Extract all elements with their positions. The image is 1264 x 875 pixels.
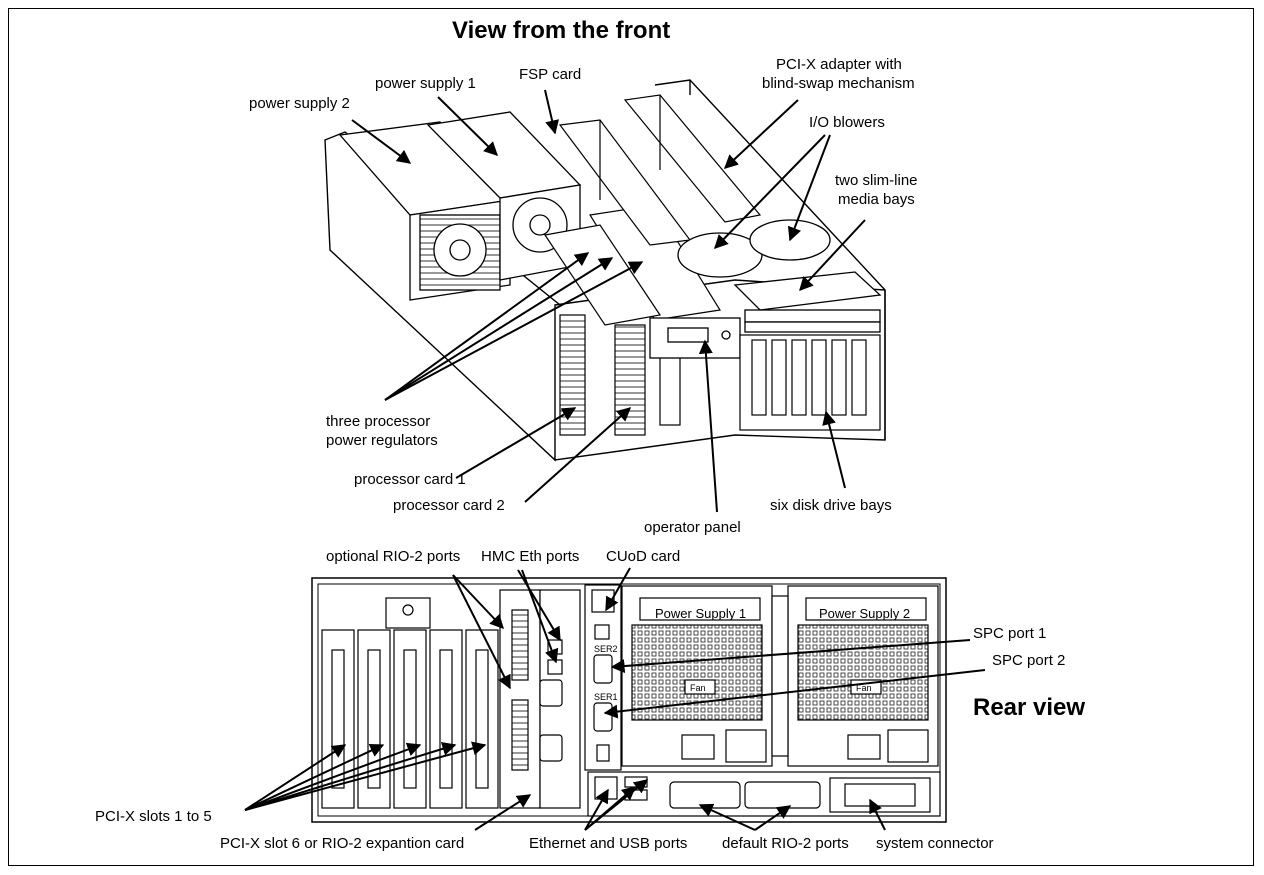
pcix-slot-6-drawing: [499, 589, 541, 809]
psu-divider: [771, 595, 789, 757]
figure-border: [8, 8, 1254, 866]
spc-ports-drawing: [584, 584, 622, 771]
eth-usb-label: Ethernet and USB ports: [529, 835, 688, 852]
spc-port-2-label: SPC port 2: [992, 652, 1066, 669]
front-view-title: View from the front: [452, 17, 671, 44]
spc-port-1-label: SPC port 1: [973, 625, 1047, 642]
power-regulators-label-2: power regulators: [326, 432, 438, 449]
optional-rio2-label: optional RIO-2 ports: [326, 548, 461, 565]
pcix-slots-drawing: [321, 597, 499, 809]
power-regulators-label-1: three processor: [326, 413, 431, 430]
fsp-card-label: FSP card: [519, 66, 582, 83]
pcix-adapter-label-2: blind-swap mechanism: [762, 75, 915, 92]
rear-power-supply-1: [621, 585, 773, 767]
rear-bottom-strip: [587, 771, 941, 817]
hmc-eth-label: HMC Eth ports: [481, 548, 580, 565]
media-bays-label-1: two slim-line: [835, 172, 918, 189]
disk-bays-label: six disk drive bays: [770, 497, 892, 514]
cuod-card-label: CUoD card: [606, 548, 681, 565]
io-blowers-drawing: [677, 219, 831, 278]
io-blowers-label: I/O blowers: [809, 114, 885, 131]
operator-panel-label: operator panel: [644, 519, 741, 536]
rear-power-supply-2: [787, 585, 939, 767]
default-rio2-label: default RIO-2 ports: [722, 835, 849, 852]
rear-psu2-label: Power Supply 2: [819, 606, 910, 621]
pcix-slot-6-label: PCI-X slot 6 or RIO-2 expantion card: [220, 835, 465, 852]
callout-arrows: [244, 89, 986, 831]
pcix-adapter-label-1: PCI-X adapter with: [776, 56, 902, 73]
operator-panel-drawing: [649, 317, 741, 359]
system-connector-label: system connector: [876, 835, 994, 852]
disk-bays-drawing: [739, 334, 881, 431]
power-supply-2-label: power supply 2: [249, 95, 350, 112]
power-supply-1-label: power supply 1: [375, 75, 476, 92]
processor-card-1-label: processor card 1: [354, 471, 466, 488]
rear-fan2-label: Fan: [856, 683, 872, 693]
hmc-area-drawing: [539, 589, 581, 809]
rear-view-title: Rear view: [973, 694, 1086, 721]
ser2-label: SER2: [594, 644, 618, 654]
rear-psu1-label: Power Supply 1: [655, 606, 746, 621]
media-bays-label-2: media bays: [838, 191, 915, 208]
processor-card-2-label: processor card 2: [393, 497, 505, 514]
pcix-adapter-drawing: [558, 94, 762, 246]
rear-fan1-label: Fan: [690, 683, 706, 693]
power-supply-2-drawing: [338, 121, 512, 301]
ser1-label: SER1: [594, 692, 618, 702]
pcix-slots-label: PCI-X slots 1 to 5: [95, 808, 212, 825]
